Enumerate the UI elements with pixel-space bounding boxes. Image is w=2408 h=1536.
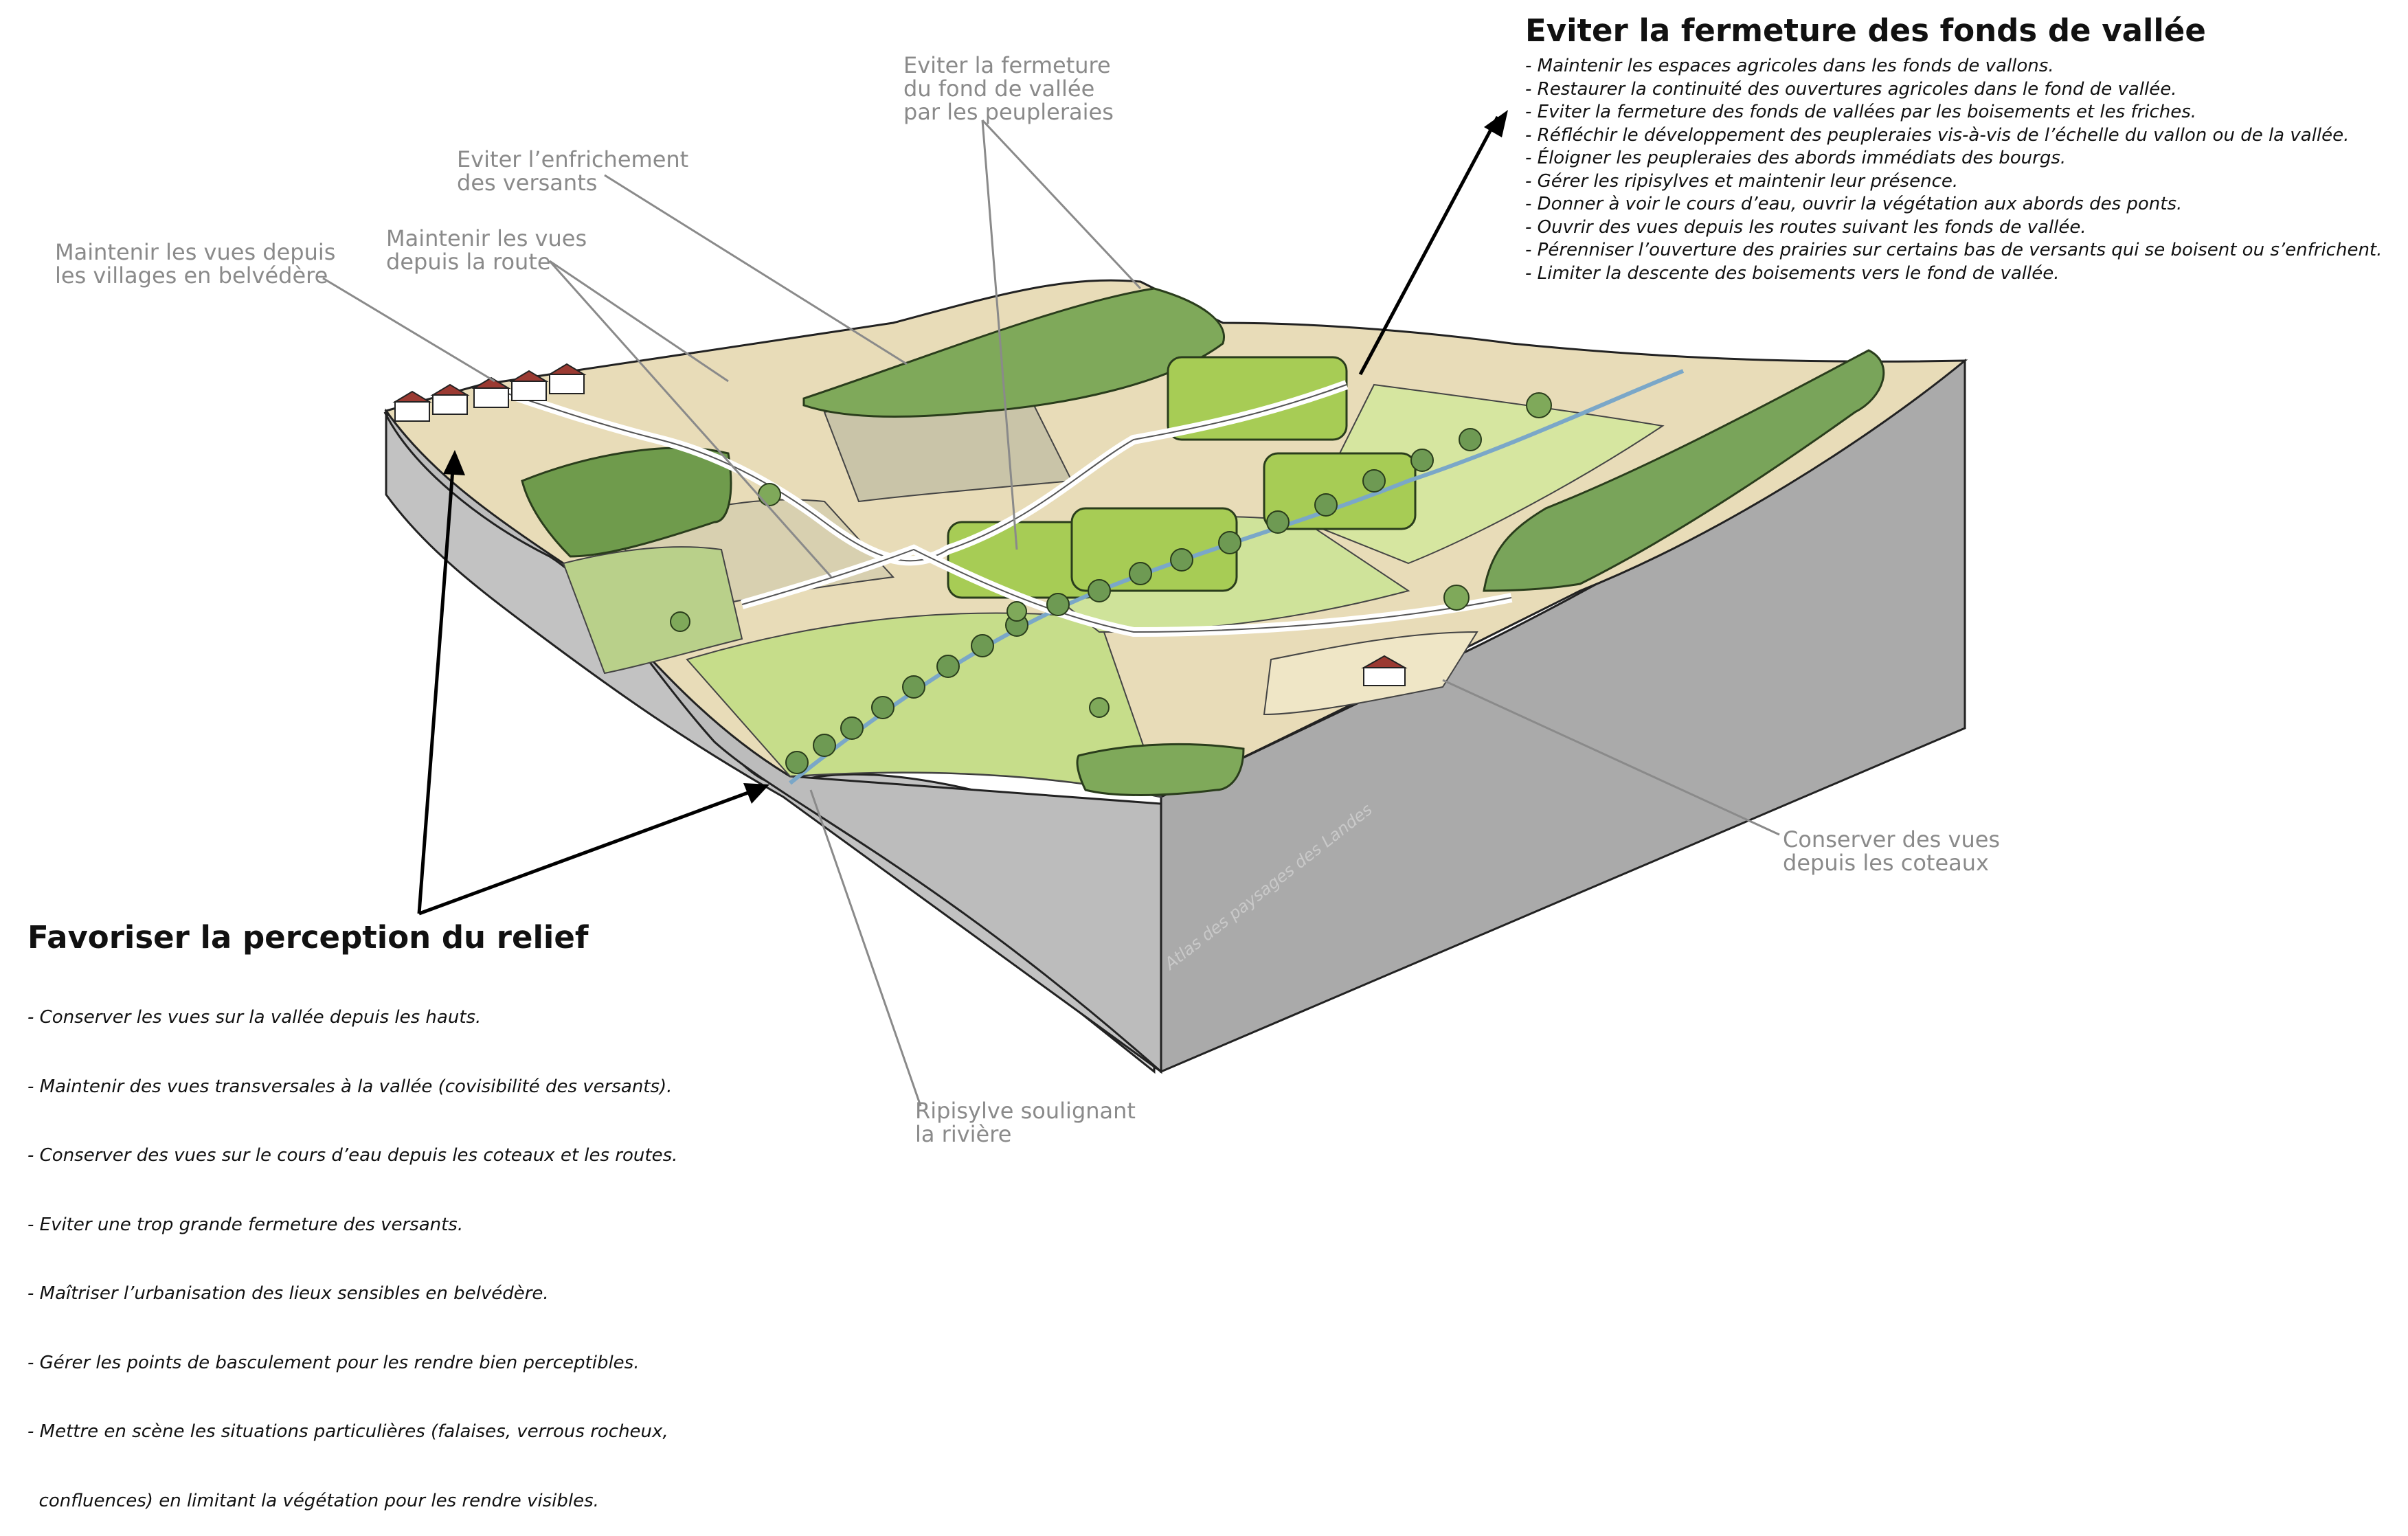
- forest-left-slope: [521, 447, 732, 558]
- list-right: - Maintenir les espaces agricoles dans l…: [1525, 55, 2382, 285]
- label-line: du fond de vallée: [903, 76, 1095, 102]
- label-line: Eviter l’enfrichement: [457, 146, 689, 172]
- label-line: Eviter la fermeture: [903, 52, 1111, 78]
- title-left: Favoriser la perception du relief: [27, 919, 589, 956]
- list-item: confluences) en limitant la végétation p…: [27, 1490, 599, 1511]
- list-item: - Maintenir les espaces agricoles dans l…: [1525, 56, 2054, 76]
- label-vues-villages: Maintenir les vues depuis les villages e…: [55, 240, 335, 287]
- list-item: - Pérenniser l’ouverture des prairies su…: [1525, 240, 2383, 260]
- road: [741, 548, 1512, 633]
- label-enfrichement: Eviter l’enfrichement des versants: [457, 148, 688, 194]
- label-coteaux: Conserver des vues depuis les coteaux: [1783, 828, 2000, 874]
- label-line: Conserver des vues: [1783, 826, 2001, 852]
- meadow-field: [562, 546, 743, 675]
- label-line: par les peupleraies: [903, 99, 1114, 125]
- landscape-block-diagram: [322, 110, 1968, 1107]
- list-item: - Maîtriser l’urbanisation des lieux sen…: [27, 1283, 549, 1304]
- list-item: - Restaurer la continuité des ouvertures…: [1525, 78, 2177, 100]
- list-item: - Eviter la fermeture des fonds de vallé…: [1525, 102, 2197, 122]
- list-item: - Limiter la descente des boisements ver…: [1525, 262, 2060, 284]
- annotation-lines: [322, 119, 1780, 1107]
- list-item: - Mettre en scène les situations particu…: [27, 1421, 668, 1442]
- list-item: - Eviter une trop grande fermeture des v…: [27, 1214, 464, 1235]
- label-line: depuis les coteaux: [1783, 850, 1989, 876]
- farm-building: [1361, 655, 1408, 686]
- meadow-field: [686, 612, 1162, 798]
- list-item: - Gérer les points de basculement pour l…: [27, 1352, 640, 1373]
- label-line: Ripisylve soulignant: [915, 1098, 1136, 1124]
- ripisylve-trees: [785, 428, 1482, 774]
- list-item: - Éloigner les peupleraies des abords im…: [1525, 148, 2067, 168]
- village-belvedere: [392, 363, 587, 422]
- list-item: - Conserver des vues sur le cours d’eau …: [27, 1145, 678, 1166]
- title-right: Eviter la fermeture des fonds de vallée: [1525, 12, 2206, 49]
- list-item: - Maintenir des vues transversales à la …: [27, 1076, 673, 1097]
- label-peupleraies: Eviter la fermeture du fond de vallée pa…: [903, 54, 1114, 124]
- forest-right-slope: [1483, 349, 1885, 592]
- forest-front-bush: [1076, 743, 1245, 796]
- list-item: - Gérer les ripisylves et maintenir leur…: [1525, 170, 1959, 192]
- pointer-lines: [417, 110, 1508, 916]
- label-ripisylve: Ripisylve soulignant la rivière: [915, 1099, 1136, 1146]
- label-vues-route: Maintenir les vues depuis la route: [386, 227, 587, 273]
- label-line: des versants: [457, 170, 598, 196]
- label-line: Maintenir les vues depuis: [55, 239, 336, 265]
- label-line: les villages en belvédère: [55, 262, 328, 289]
- list-item: - Conserver les vues sur la vallée depui…: [27, 1007, 482, 1028]
- list-item: - Réfléchir le développement des peupler…: [1525, 124, 2350, 146]
- label-line: la rivière: [915, 1121, 1012, 1147]
- list-item: - Ouvrir des vues depuis les routes suiv…: [1525, 216, 2086, 238]
- list-item: - Donner à voir le cours d’eau, ouvrir l…: [1525, 194, 2183, 214]
- forest-top-back: [802, 287, 1225, 418]
- label-line: Maintenir les vues: [386, 225, 587, 251]
- list-left: - Conserver les vues sur la vallée depui…: [27, 960, 677, 1536]
- road: [480, 384, 1347, 562]
- label-line: depuis la route: [386, 249, 551, 275]
